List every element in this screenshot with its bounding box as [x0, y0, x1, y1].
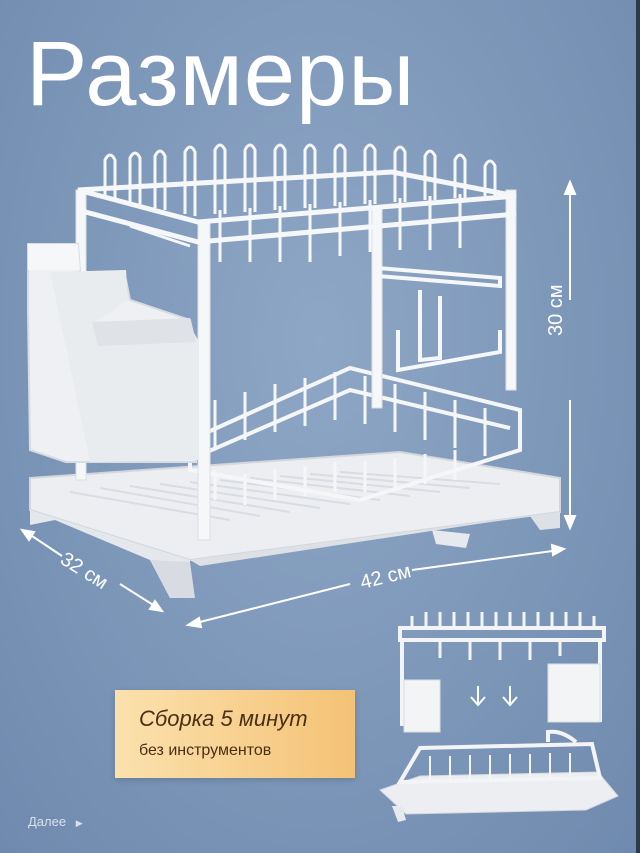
next-link[interactable]: Далее ▶ [28, 814, 83, 829]
assembly-badge-title: Сборка 5 минут [139, 706, 308, 731]
width-line-left [191, 583, 351, 625]
width-arrow-left [185, 616, 203, 629]
dimension-lines [19, 179, 577, 629]
height-dimension-label: 30 см [545, 284, 567, 336]
height-arrow-bottom [563, 515, 577, 531]
depth-arrow-left [19, 528, 36, 542]
depth-line-right [119, 583, 159, 609]
assembly-badge: Сборка 5 минут без инструментов [115, 690, 355, 778]
arrow-down-icon [470, 686, 518, 707]
main-rack [27, 143, 561, 598]
triangle-right-icon: ▶ [75, 818, 83, 828]
depth-arrow-right [148, 599, 165, 613]
width-arrow-right [550, 543, 567, 557]
assembly-inset [379, 612, 619, 822]
right-edge-strip [636, 0, 640, 853]
height-arrow-top [563, 179, 577, 195]
assembly-badge-subtitle: без инструментов [139, 742, 272, 759]
width-line-right [411, 549, 561, 571]
page-title: Размеры [26, 23, 416, 125]
next-link-label: Далее [28, 814, 67, 829]
